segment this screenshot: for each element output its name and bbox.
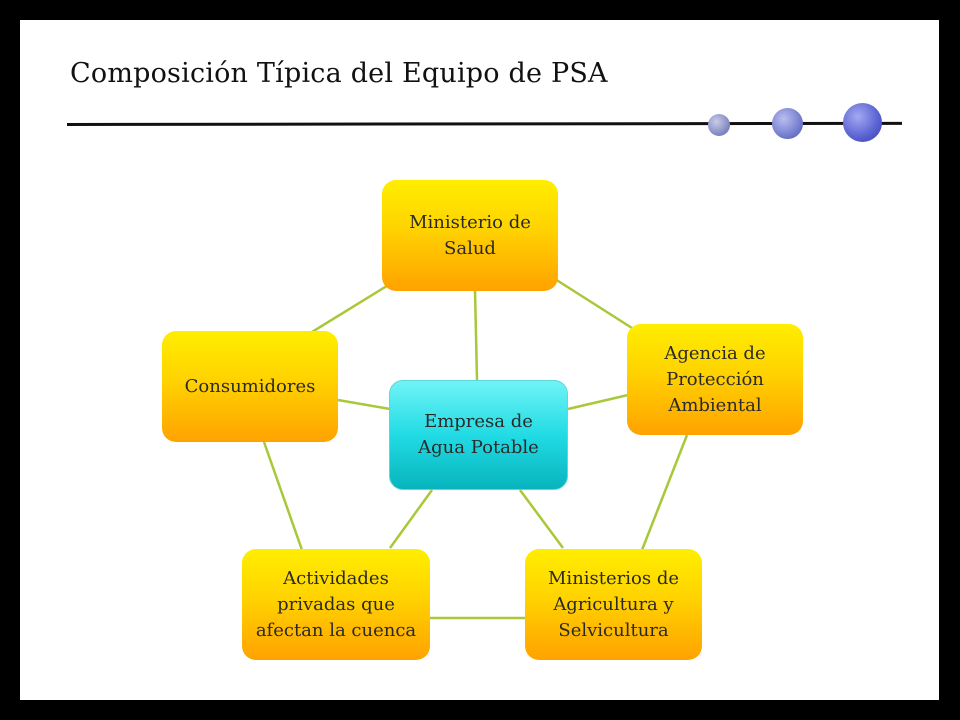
node-agencia-proteccion-ambiental: Agencia de Protección Ambiental xyxy=(627,324,803,435)
connector-salud-ambiental xyxy=(554,277,633,330)
connector-lines xyxy=(262,277,689,620)
connector-privadas-consumidores xyxy=(262,441,304,551)
node-ministerio-de-salud: Ministerio de Salud xyxy=(382,180,558,291)
node-line: privadas que xyxy=(277,593,395,615)
connector-ambiental-agricultura xyxy=(640,434,689,551)
node-actividades-privadas: Actividades privadas que afectan la cuen… xyxy=(242,549,430,660)
connector-center-privadas xyxy=(388,489,434,549)
connector-consumidores-salud xyxy=(311,282,391,334)
node-line: Selvicultura xyxy=(558,619,669,641)
node-line: Agricultura y xyxy=(553,593,674,615)
connector-center-agricultura xyxy=(518,489,565,549)
node-empresa-agua-potable: Empresa de Agua Potable xyxy=(389,380,568,490)
decorative-ball-large-icon xyxy=(843,103,882,142)
node-line: Agua Potable xyxy=(418,437,539,458)
slide: Composición Típica del Equipo de PSA Min… xyxy=(20,20,939,700)
node-line: Protección xyxy=(666,368,764,390)
node-line: afectan la cuenca xyxy=(255,619,417,641)
connector-center-consumidores xyxy=(337,398,391,411)
node-consumidores: Consumidores xyxy=(162,331,338,442)
node-line: Empresa de xyxy=(424,411,533,432)
node-line: Ambiental xyxy=(668,394,762,416)
decorative-ball-small-icon xyxy=(708,114,730,136)
connector-center-ambiental xyxy=(567,393,629,411)
node-line: Ministerios de xyxy=(548,567,679,589)
node-line: Actividades xyxy=(283,567,389,589)
slide-title: Composición Típica del Equipo de PSA xyxy=(70,58,608,89)
connector-center-salud xyxy=(473,289,479,381)
node-line: Ministerio de xyxy=(409,211,531,233)
node-line: Agencia de xyxy=(664,342,766,364)
decorative-ball-medium-icon xyxy=(772,108,803,139)
node-ministerios-agricultura: Ministerios de Agricultura y Selvicultur… xyxy=(525,549,702,660)
node-line: Consumidores xyxy=(184,375,316,397)
node-line: Salud xyxy=(444,237,496,259)
